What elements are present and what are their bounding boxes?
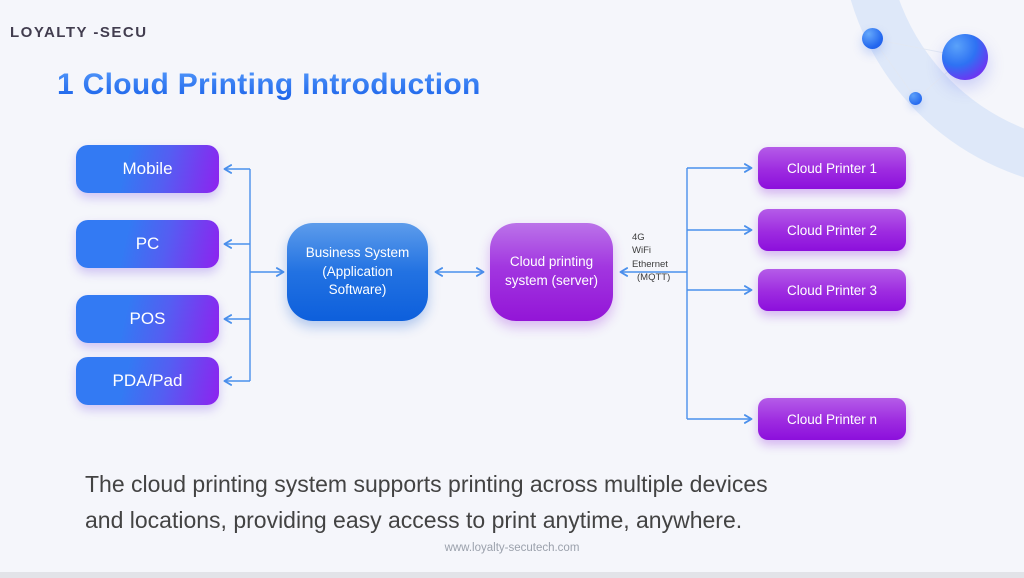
sphere-medium-icon: [862, 28, 883, 49]
node-cloud-printer-n: Cloud Printer n: [758, 398, 906, 440]
brand-logo: LOYALTY -SECU: [10, 24, 148, 41]
connection-protocol-ethernet: Ethernet: [632, 258, 668, 270]
connection-protocols-label: 4G WiFi Ethernet (MQTT): [632, 231, 670, 285]
node-pos: POS: [76, 295, 219, 343]
cloud-system-line1: Cloud printing: [509, 254, 594, 270]
connection-protocol-wifi: WiFi: [632, 245, 651, 257]
node-pos-label: POS: [129, 309, 166, 328]
node-cloud-printer-1: Cloud Printer 1: [758, 147, 906, 189]
cloud-printer-n-label: Cloud Printer n: [786, 411, 878, 427]
node-pc-label: PC: [135, 234, 160, 253]
node-pda-pad-label: PDA/Pad: [112, 371, 183, 390]
cloud-system-line2: system (server): [504, 273, 598, 288]
node-pda-pad: PDA/Pad: [76, 357, 219, 405]
business-system-line2: (Application: [322, 263, 393, 279]
node-cloud-printer-2: Cloud Printer 2: [758, 209, 906, 251]
node-cloud-printing-system: Cloud printing system (server): [490, 223, 613, 321]
cloud-printer-1-label: Cloud Printer 1: [786, 160, 878, 176]
cloud-printer-2-label: Cloud Printer 2: [786, 222, 878, 238]
page-title: 1 Cloud Printing Introduction: [57, 68, 481, 101]
footer-website-url: www.loyalty-secutech.com: [444, 542, 580, 554]
connection-protocol-mqtt: (MQTT): [637, 272, 671, 284]
slide-description: The cloud printing system supports print…: [85, 466, 768, 538]
business-system-line3: Software): [328, 282, 387, 298]
sphere-large-icon: [942, 34, 988, 80]
description-line1: The cloud printing system supports print…: [85, 471, 768, 497]
slide-bottom-edge: [0, 572, 1024, 578]
business-system-line1: Business System: [305, 245, 410, 261]
node-business-system: Business System (Application Software): [287, 223, 428, 321]
node-mobile: Mobile: [76, 145, 219, 193]
description-line2: and locations, providing easy access to …: [85, 507, 743, 533]
node-mobile-label: Mobile: [122, 159, 173, 178]
node-cloud-printer-3: Cloud Printer 3: [758, 269, 906, 311]
connection-protocol-4g: 4G: [632, 232, 645, 243]
cloud-printer-3-label: Cloud Printer 3: [786, 282, 878, 298]
node-pc: PC: [76, 220, 219, 268]
sphere-small-icon: [909, 92, 922, 105]
